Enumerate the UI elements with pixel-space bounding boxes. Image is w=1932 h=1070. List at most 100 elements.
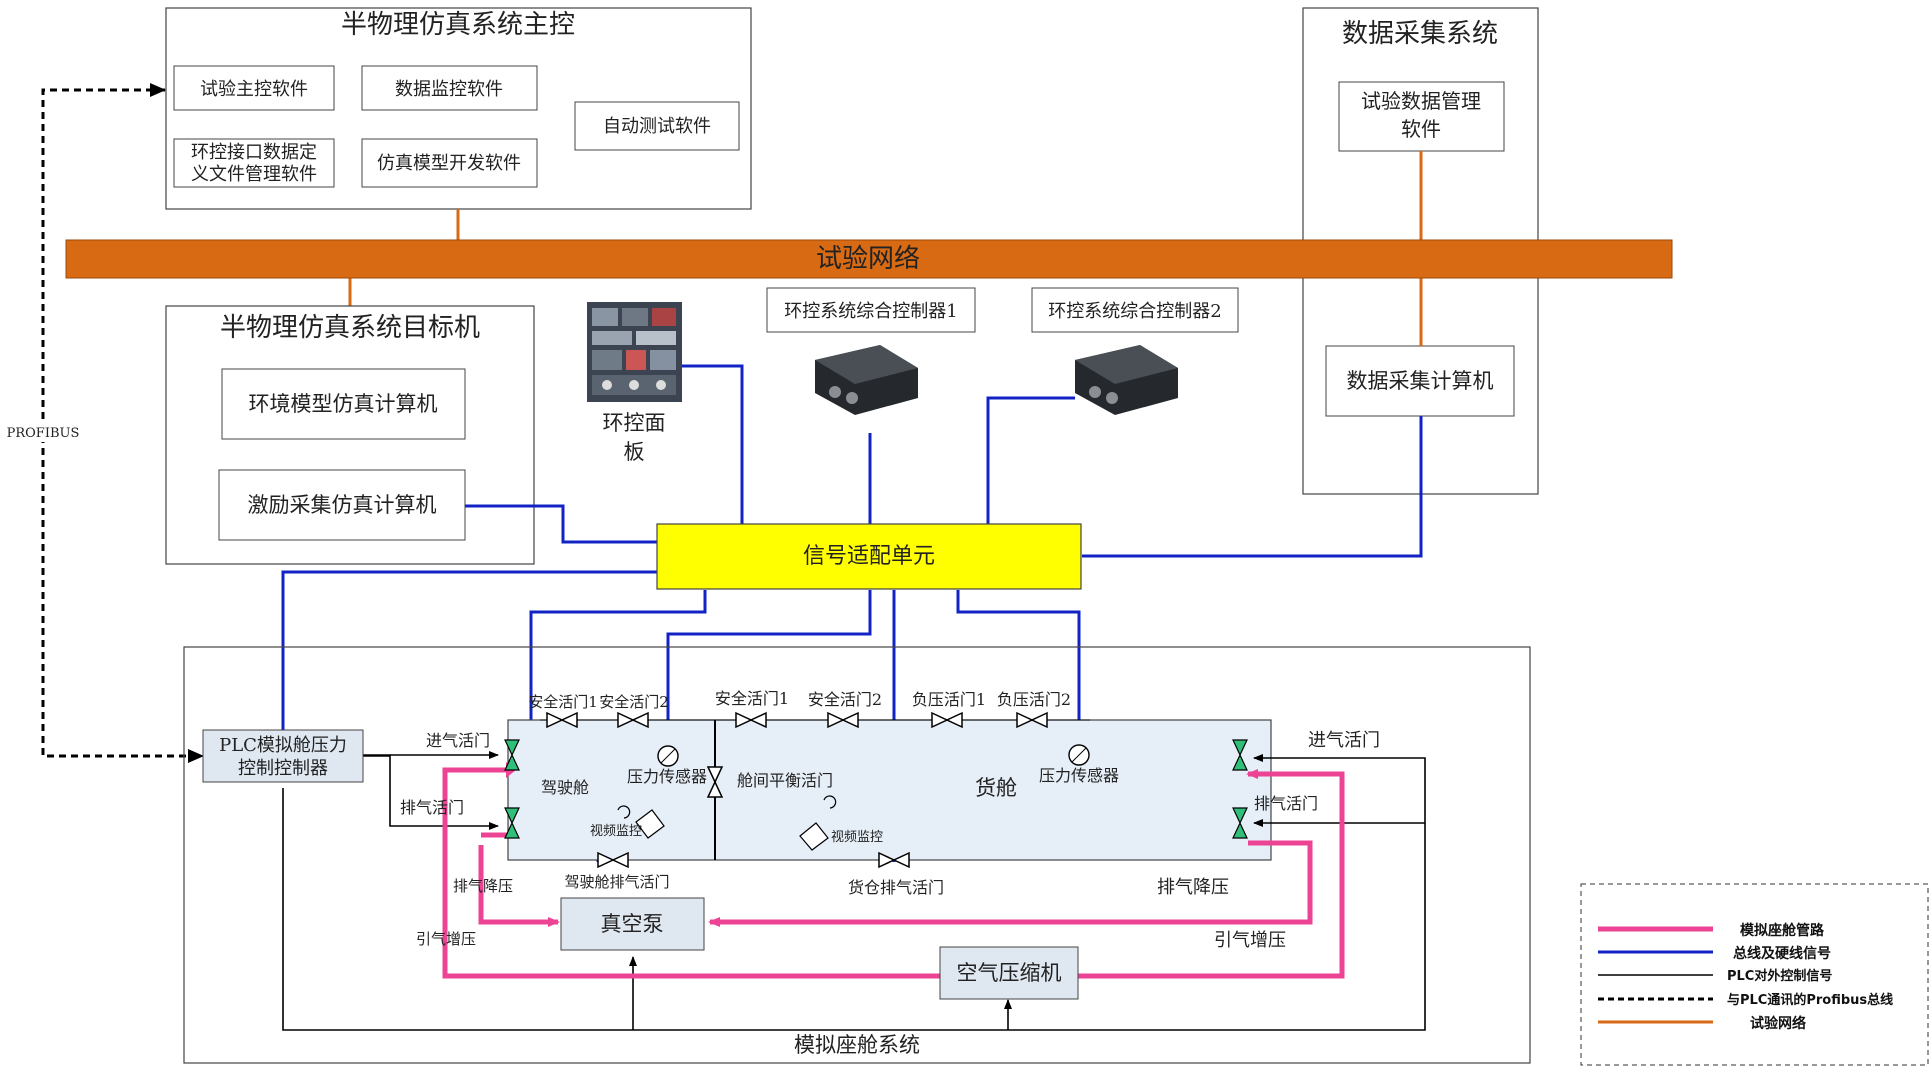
controller-1-label: 环控系统综合控制器1 bbox=[784, 301, 957, 322]
env-model-computer-label: 环境模型仿真计算机 bbox=[249, 392, 438, 416]
profibus-line bbox=[41, 88, 200, 758]
legend: 模拟座舱管路 总线及硬线信号 PLC对外控制信号 与PLC通讯的Profibus… bbox=[1580, 883, 1929, 1066]
label-safety-1a: 安全活门1 bbox=[528, 693, 598, 711]
label-exhaust-dep-left: 排气降压 bbox=[453, 877, 513, 895]
simulated-cabin-system-box bbox=[183, 646, 1531, 1064]
label-inlet-left: 进气活门 bbox=[426, 731, 490, 750]
sw-model-dev-box bbox=[361, 138, 538, 188]
profibus-label-bg bbox=[4, 422, 82, 442]
valve-neg-2 bbox=[1016, 711, 1048, 729]
valve-cockpit-exhaust bbox=[597, 851, 629, 869]
vacuum-pump-label: 真空泵 bbox=[601, 912, 664, 936]
label-safety-2a: 安全活门2 bbox=[599, 693, 669, 711]
stim-computer-label: 激励采集仿真计算机 bbox=[248, 493, 437, 517]
label-cockpit-exhaust: 驾驶舱排气活门 bbox=[564, 873, 669, 891]
test-network-label: 试验网络 bbox=[816, 244, 920, 274]
legend-bus-label: 总线及硬线信号 bbox=[1733, 945, 1831, 962]
valve-balance bbox=[706, 766, 724, 798]
legend-network-label: 试验网络 bbox=[1750, 1015, 1806, 1032]
profibus-label: PROFIBUS bbox=[7, 426, 80, 441]
label-pressure-sensor-1: 压力传感器 bbox=[627, 767, 707, 786]
label-video-1: 视频监控 bbox=[590, 824, 642, 839]
label-inlet-right: 进气活门 bbox=[1308, 730, 1380, 751]
daq-computer-box bbox=[1325, 345, 1515, 417]
air-compressor-box bbox=[939, 946, 1079, 1000]
daq-computer-label: 数据采集计算机 bbox=[1347, 369, 1494, 393]
master-control-group: 半物理仿真系统主控 试验主控软件 数据监控软件 自动测试软件 环控接口数据定 义… bbox=[165, 7, 752, 210]
controller-2-box bbox=[1031, 287, 1239, 333]
sw-interface-file-line1: 环控接口数据定 bbox=[191, 142, 317, 163]
air-compressor-label: 空气压缩机 bbox=[957, 961, 1062, 985]
label-cargo: 货舱 bbox=[975, 776, 1017, 800]
sw-test-master-label: 试验主控软件 bbox=[200, 79, 308, 100]
valve-safety-1b bbox=[735, 711, 767, 729]
cabin-system-label: 模拟座舱系统 bbox=[794, 1033, 920, 1057]
signal-adaptation-unit bbox=[656, 523, 1082, 590]
valve-outlet-left bbox=[504, 807, 520, 839]
daq-title: 数据采集系统 bbox=[1342, 19, 1498, 49]
valve-neg-1 bbox=[931, 711, 963, 729]
sw-auto-test-label: 自动测试软件 bbox=[603, 116, 711, 137]
green-valves bbox=[504, 739, 1248, 839]
label-bleed-left: 引气增压 bbox=[416, 930, 476, 948]
valve-safety-2a bbox=[617, 711, 649, 729]
control-panel-image bbox=[587, 302, 682, 402]
plc-controller-box bbox=[202, 729, 364, 783]
test-network-bar bbox=[65, 239, 1673, 279]
label-safety-1b: 安全活门1 bbox=[715, 689, 789, 708]
signal-adaptation-unit-label: 信号适配单元 bbox=[803, 544, 935, 569]
controller-2-label: 环控系统综合控制器2 bbox=[1048, 301, 1221, 322]
master-control-title: 半物理仿真系统主控 bbox=[341, 10, 575, 40]
label-video-2: 视频监控 bbox=[831, 830, 883, 845]
label-exhaust-dep-right: 排气降压 bbox=[1157, 877, 1229, 898]
env-model-computer-box bbox=[221, 368, 466, 440]
sw-model-dev-label: 仿真模型开发软件 bbox=[377, 153, 521, 174]
cabin-pipes bbox=[442, 767, 1345, 979]
daq-sw-box bbox=[1338, 81, 1505, 152]
sw-interface-file-box bbox=[173, 138, 335, 188]
label-pressure-sensor-2: 压力传感器 bbox=[1039, 766, 1119, 785]
valve-safety-2b bbox=[827, 711, 859, 729]
daq-sw-line2: 软件 bbox=[1401, 117, 1441, 141]
label-balance-valve: 舱间平衡活门 bbox=[737, 771, 833, 790]
top-valves bbox=[546, 711, 1048, 869]
label-bleed-right: 引气增压 bbox=[1214, 930, 1286, 951]
sw-data-monitor-box bbox=[361, 65, 538, 111]
controller-1-image bbox=[815, 345, 918, 415]
legend-profibus-label: 与PLC通讯的Profibus总线 bbox=[1727, 992, 1893, 1008]
target-group: 半物理仿真系统目标机 环境模型仿真计算机 激励采集仿真计算机 bbox=[165, 305, 535, 565]
control-panel-label-line2: 板 bbox=[624, 440, 645, 464]
stim-computer-box bbox=[218, 469, 466, 541]
profibus-arrow-top bbox=[150, 83, 166, 97]
sw-test-master-box bbox=[173, 65, 335, 111]
valve-outlet-right bbox=[1232, 807, 1248, 839]
label-outlet-left: 排气活门 bbox=[400, 798, 464, 817]
video-camera-icon bbox=[617, 805, 665, 839]
label-outlet-right: 排气活门 bbox=[1254, 794, 1318, 813]
vacuum-pump-box bbox=[560, 897, 705, 951]
valve-safety-1a bbox=[546, 711, 578, 729]
sw-auto-test-box bbox=[574, 101, 740, 151]
legend-plc-label: PLC对外控制信号 bbox=[1727, 968, 1832, 984]
sw-data-monitor-label: 数据监控软件 bbox=[395, 79, 503, 100]
control-panel-label-line1: 环控面 bbox=[603, 411, 666, 435]
pressure-sensor-cargo-mark bbox=[1071, 747, 1087, 763]
plc-controller-line2: 控制控制器 bbox=[238, 758, 328, 779]
label-cockpit: 驾驶舱 bbox=[541, 778, 589, 797]
label-neg-2: 负压活门2 bbox=[997, 690, 1071, 709]
controller-1-box bbox=[766, 287, 976, 333]
plc-controller-line1: PLC模拟舱压力 bbox=[219, 735, 347, 756]
network-links bbox=[348, 151, 1423, 346]
cabin-compartment bbox=[507, 719, 1272, 861]
valve-inlet-left bbox=[504, 739, 520, 771]
legend-pipe-label: 模拟座舱管路 bbox=[1740, 922, 1825, 939]
label-cargo-exhaust: 货仓排气活门 bbox=[848, 878, 944, 897]
valve-inlet-right bbox=[1232, 739, 1248, 771]
label-safety-2b: 安全活门2 bbox=[808, 690, 882, 709]
daq-sw-line1: 试验数据管理 bbox=[1361, 89, 1481, 113]
profibus-arrow-plc bbox=[188, 749, 204, 763]
valve-cargo-exhaust bbox=[878, 851, 910, 869]
controller-2-image bbox=[1075, 345, 1178, 415]
